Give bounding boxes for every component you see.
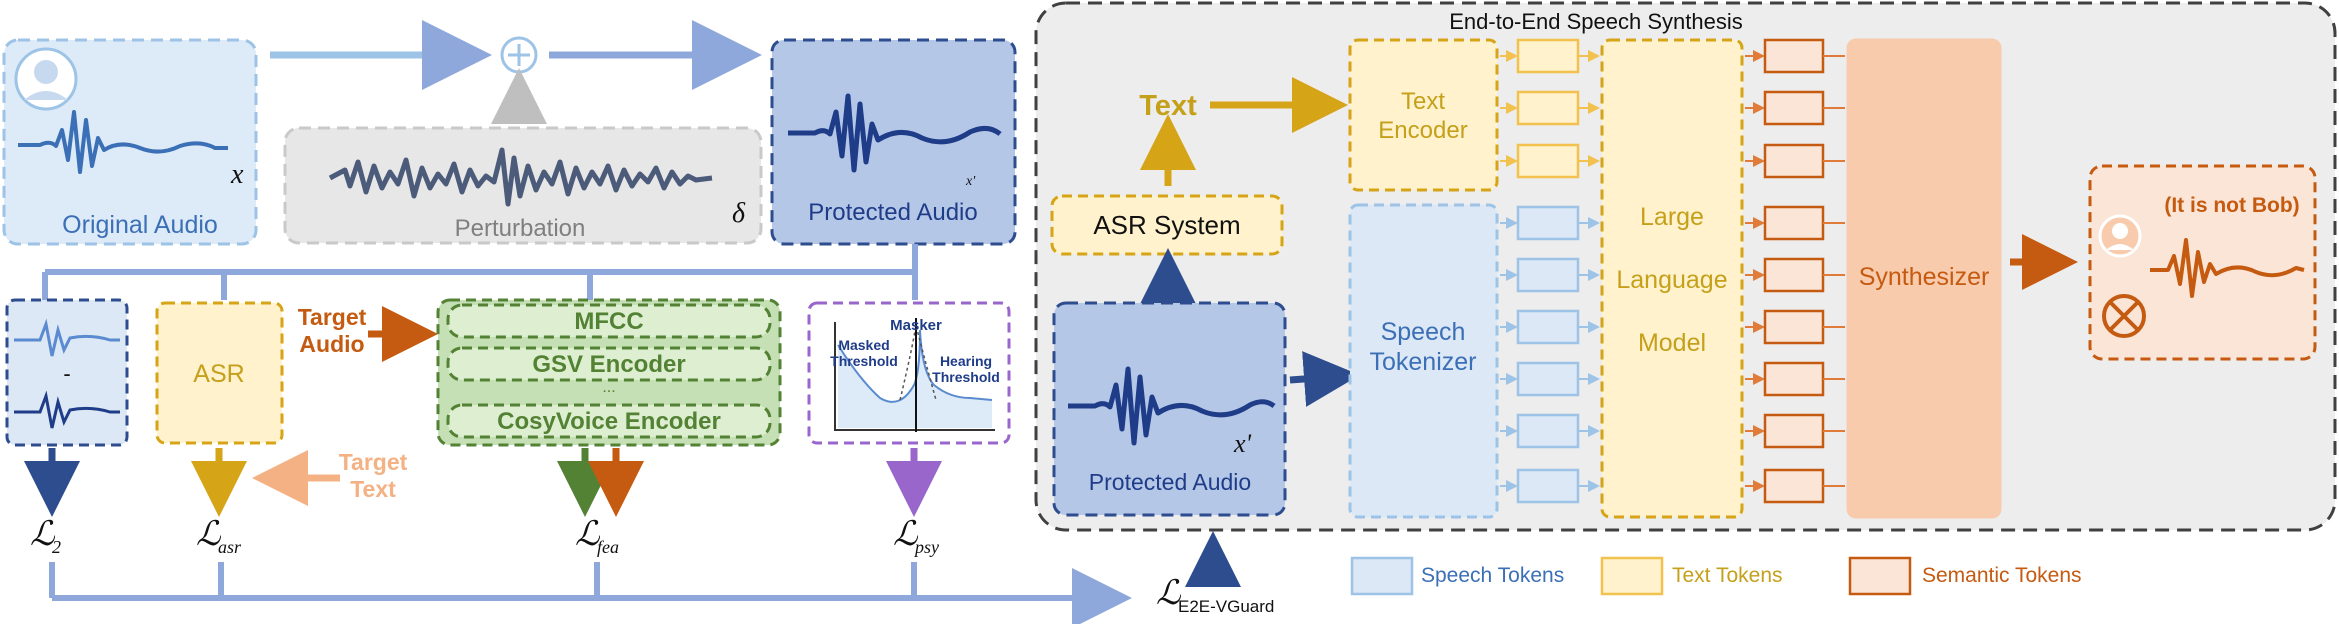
loss-l2: ℒ 2 <box>30 516 61 557</box>
panel-title: End-to-End Speech Synthesis <box>1449 9 1743 34</box>
speech-tokens-column <box>1500 205 1600 504</box>
perturbation-label: Perturbation <box>455 215 586 242</box>
x-symbol: x <box>230 159 244 190</box>
x-prime-symbol-right: x' <box>1233 429 1252 458</box>
svg-text:psy: psy <box>913 537 939 557</box>
legend-swatch-speech <box>1350 556 1414 596</box>
psychoacoustic-box: Masker Masked Threshold Hearing Threshol… <box>807 301 1011 445</box>
reject-cross-icon <box>2102 294 2146 338</box>
protected-audio-label-right: Protected Audio <box>1089 469 1251 495</box>
speech-tokenizer-box: Speech Tokenizer <box>1348 203 1499 519</box>
ellipsis: ... <box>602 379 615 396</box>
target-text-label-2: Text <box>350 476 396 502</box>
asr-box: ASR <box>155 301 284 445</box>
legend-text-tokens: Text Tokens <box>1672 564 1783 587</box>
loss-psy: ℒ psy <box>893 516 939 557</box>
perturbation-waveform-icon <box>328 147 713 207</box>
arrow-audio-to-tokenizer <box>1289 351 1360 407</box>
asr-system-label: ASR System <box>1093 210 1240 240</box>
svg-text:ℒ: ℒ <box>30 516 56 553</box>
synthesized-waveform-icon <box>2150 238 2305 298</box>
protected-waveform-icon-right <box>1068 366 1276 446</box>
target-audio-label: Target <box>298 304 367 330</box>
psy-axes <box>834 322 995 431</box>
svg-text:ℒ: ℒ <box>893 516 919 553</box>
protected-audio-label-left: Protected Audio <box>808 199 977 226</box>
x-prime-symbol-left: x' <box>965 174 976 189</box>
legend: Speech Tokens Text Tokens Semantic Token… <box>1350 556 2082 596</box>
protected-audio-box-right: x' Protected Audio <box>1052 301 1287 517</box>
svg-text:E2E-VGuard: E2E-VGuard <box>1178 597 1274 616</box>
text-encoder-box: Text Encoder <box>1348 38 1499 192</box>
legend-swatch-text <box>1600 556 1664 596</box>
target-audio-label-2: Audio <box>299 331 364 357</box>
delta-symbol: δ <box>732 198 746 229</box>
output-caption: (It is not Bob) <box>2164 194 2299 217</box>
llm-box: Large Language Model <box>1600 38 1744 519</box>
llm-label-2: Language <box>1616 266 1727 294</box>
mfcc-module <box>446 303 772 339</box>
text-label: Text <box>1139 90 1197 122</box>
llm-label-3: Model <box>1638 329 1706 357</box>
psy-masked-area <box>838 330 992 428</box>
gsv-encoder-module <box>446 346 772 382</box>
masker-label: Masker <box>890 317 942 334</box>
loss-fea: ℒ fea <box>575 516 619 557</box>
synthesizer-box: Synthesizer <box>1846 38 2002 519</box>
legend-semantic-tokens: Semantic Tokens <box>1922 564 2082 587</box>
feature-encoders-box: MFCC GSV Encoder ... CosyVoice Encoder <box>436 298 782 447</box>
perturbation-box: Perturbation δ <box>283 126 763 245</box>
svg-text:ℒ: ℒ <box>1156 575 1182 612</box>
original-audio-label: Original Audio <box>62 211 218 239</box>
hearing-threshold-label-2: Threshold <box>932 369 1000 385</box>
speech-tokenizer-label-2: Tokenizer <box>1370 348 1477 376</box>
asr-system-box: ASR System <box>1050 194 1284 256</box>
sum-operator-icon <box>500 36 538 74</box>
legend-swatch-semantic <box>1848 556 1912 596</box>
mfcc-label: MFCC <box>574 308 643 335</box>
synthesizer-label: Synthesizer <box>1859 263 1990 291</box>
llm-label: Large <box>1640 203 1704 231</box>
cosyvoice-encoder-label: CosyVoice Encoder <box>497 408 721 435</box>
original-audio-box: x Original Audio <box>2 38 258 246</box>
synthesized-output-box: (It is not Bob) <box>2088 164 2317 361</box>
l2-distance-box: - <box>5 298 129 447</box>
asr-label: ASR <box>193 360 244 388</box>
svg-text:ℒ: ℒ <box>575 516 601 553</box>
masked-threshold-label: Masked <box>838 337 889 353</box>
cosyvoice-encoder-module <box>446 403 772 439</box>
text-encoder-label-2: Encoder <box>1378 117 1467 144</box>
protected-waveform-icon-left <box>788 93 1002 173</box>
semantic-tokens-column <box>1745 38 1845 504</box>
text-tokens-column <box>1500 38 1600 179</box>
distribution-lines <box>42 244 918 300</box>
legend-speech-tokens: Speech Tokens <box>1421 564 1564 587</box>
masked-threshold-label-2: Threshold <box>830 353 898 369</box>
aggregation-lines <box>49 562 1132 624</box>
target-text-label: Target <box>339 449 408 475</box>
protected-audio-box-left: x' Protected Audio <box>770 38 1017 246</box>
text-encoder-label: Text <box>1401 88 1445 115</box>
loss-total: ℒ E2E-VGuard <box>1156 575 1274 616</box>
gsv-encoder-label: GSV Encoder <box>532 351 685 378</box>
svg-text:2: 2 <box>52 537 61 557</box>
original-waveform-icon <box>18 110 228 174</box>
loss-asr: ℒ asr <box>196 516 242 557</box>
svg-text:fea: fea <box>597 537 619 557</box>
svg-text:ℒ: ℒ <box>196 516 222 553</box>
svg-text:asr: asr <box>218 537 242 557</box>
hearing-threshold-label: Hearing <box>940 353 992 369</box>
minus-sign: - <box>63 361 70 386</box>
speech-tokenizer-label: Speech <box>1381 318 1466 346</box>
